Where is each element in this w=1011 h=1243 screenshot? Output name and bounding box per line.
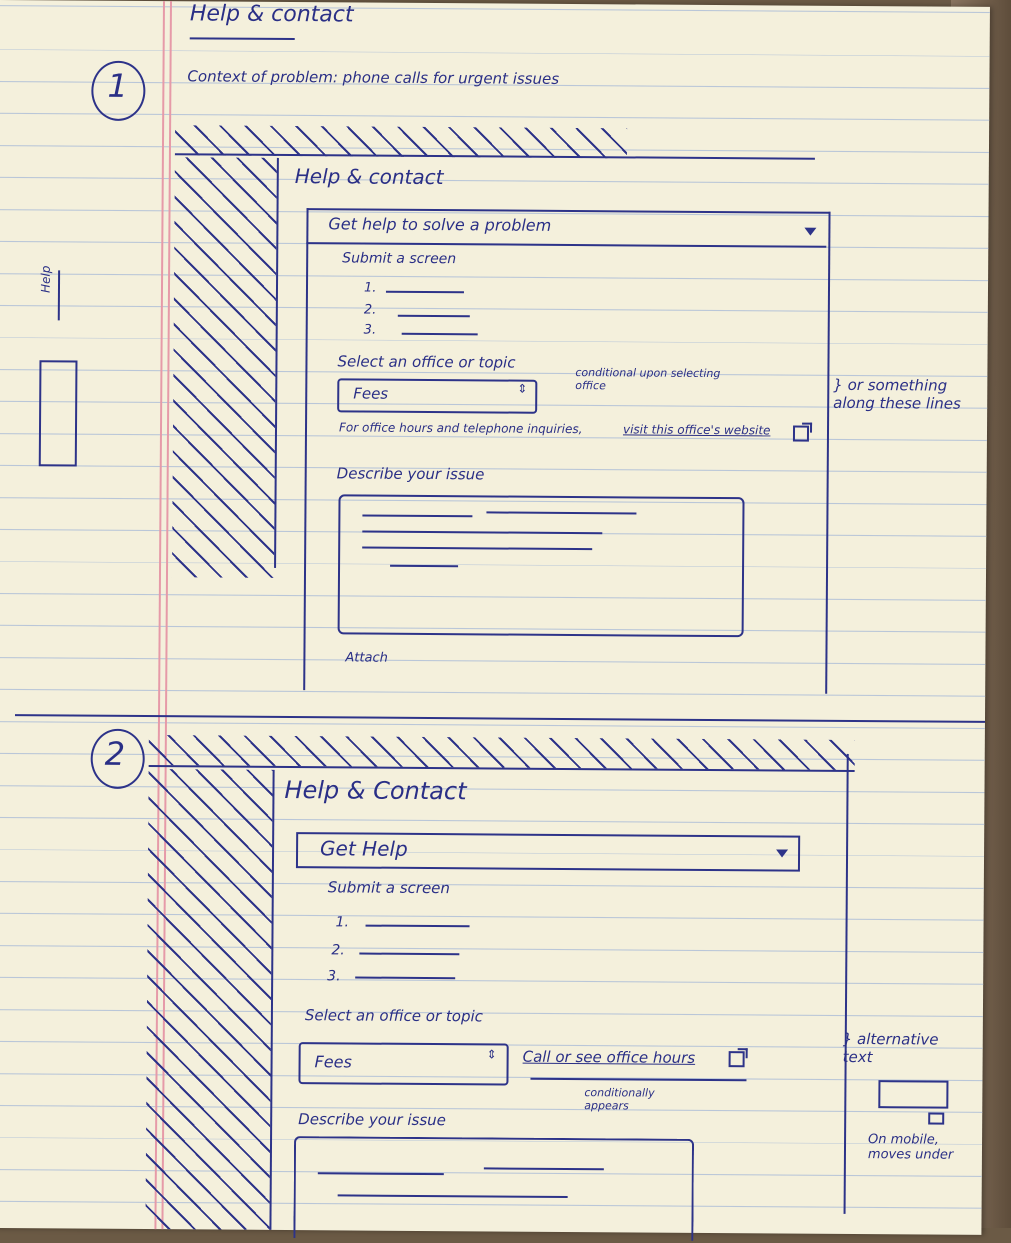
stepper-icon: ⇕ [517,381,528,396]
external-link-icon[interactable] [728,1051,745,1068]
step-1: 1. [335,914,349,931]
office-website-link[interactable]: visit this office's website [622,422,771,438]
attach-link[interactable]: Attach [345,650,388,666]
page-title: Help & contact [189,1,354,28]
side-line [57,270,61,321]
office-label: Select an office or topic [337,352,516,372]
step-2: 2. [331,942,345,959]
notebook-paper: Help & contact 1 Context of problem: pho… [0,0,990,1235]
header-bar-hatch [148,735,855,770]
call-office-link[interactable]: Call or see office hours [522,1047,696,1067]
step-3: 3. [363,322,377,338]
describe-label: Describe your issue [298,1110,446,1130]
chevron-down-icon[interactable] [804,227,817,236]
alt-text-note: } alternative text [842,1029,939,1067]
window-right-edge [843,753,849,1214]
describe-textarea[interactable] [293,1136,695,1241]
sketch-number: 2 [104,734,126,773]
office-hours-text: For office hours and telephone inquiries… [338,420,583,437]
chevron-down-icon[interactable] [776,849,789,858]
side-label: Help [38,265,53,294]
sketch1-dropdown-label[interactable]: Get help to solve a problem [328,214,552,235]
title-underline [189,37,295,41]
side-phone-sketch [38,360,78,467]
side-note: } or something along these lines [833,375,961,413]
link-underline [530,1077,747,1082]
step-3: 3. [327,968,341,985]
step-2: 2. [363,302,377,318]
office-select-value: Fees [353,384,389,403]
office-label: Select an office or topic [304,1006,484,1026]
step-1-line[interactable] [365,924,470,928]
describe-label: Describe your issue [336,464,485,484]
mobile-input-sketch [878,1080,949,1109]
submit-screen-label: Submit a screen [327,878,451,898]
sidebar-hatch [171,157,277,578]
step-1: 1. [363,280,377,296]
context-note: Context of problem: phone calls for urge… [187,67,560,88]
sketch-number: 1 [107,66,128,105]
submit-screen-label: Submit a screen [342,250,457,268]
conditional-note: conditional upon selecting office [575,366,721,393]
step-3-line[interactable] [355,976,456,980]
conditional-note: conditionally appears [584,1086,655,1113]
mobile-icon-sketch [928,1112,945,1125]
sketch1-heading: Help & contact [294,164,444,190]
sketch-divider [15,714,985,723]
sketch2-dropdown-label: Get Help [320,836,408,861]
mobile-note: On mobile, moves under [867,1132,954,1163]
step-2-line[interactable] [359,952,460,956]
external-link-icon[interactable] [792,425,810,442]
office-select-value: Fees [314,1052,352,1072]
stepper-icon: ⇕ [486,1047,497,1062]
sidebar-hatch [145,769,273,1230]
sketch2-heading: Help & Contact [284,776,467,806]
